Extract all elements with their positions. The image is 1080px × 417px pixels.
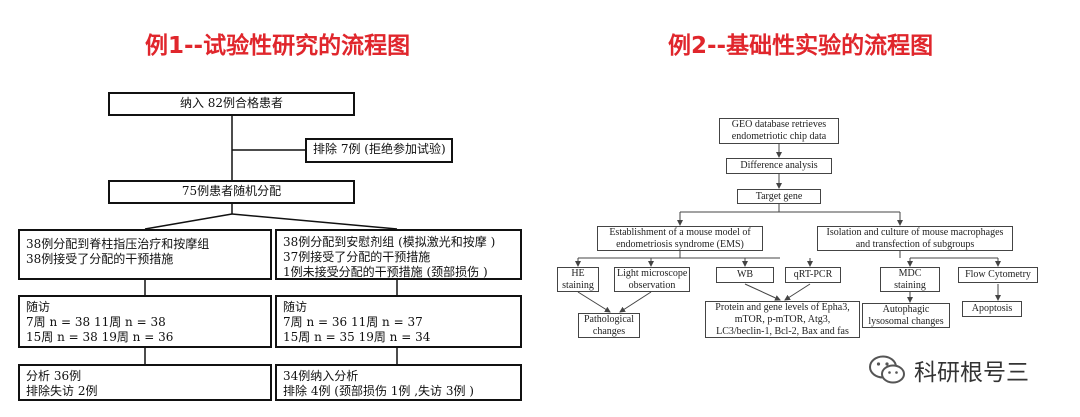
ems-model-box: Establishment of a mouse model of endome…	[597, 226, 763, 251]
difference-box: Difference analysis	[726, 158, 832, 174]
macro-line: and transfection of subgroups	[855, 238, 975, 250]
followup-b-line: 随访	[283, 300, 308, 314]
followup-b-line: 7周 n = 36 11周 n = 37	[283, 315, 423, 329]
enroll-box: 纳入 82例合格患者	[108, 92, 355, 116]
watermark: 科研根号三	[868, 353, 1029, 387]
patho-line: changes	[592, 325, 626, 337]
watermark-text: 科研根号三	[914, 360, 1029, 386]
ems-line: Establishment of a mouse model of	[609, 226, 751, 238]
difference-text: Difference analysis	[740, 160, 818, 171]
autophagic-box: Autophagic lysosomal changes	[862, 303, 950, 328]
protein-line: LC3/beclin-1, Bcl-2, Bax and fas	[716, 325, 849, 337]
group-b-box: 38例分配到安慰剂组 (模拟激光和按摩 ) 37例接受了分配的干预措施 1例未接…	[275, 229, 522, 280]
followup-a-line: 15周 n = 38 19周 n = 36	[26, 330, 174, 344]
mdc-line: MDC	[898, 267, 922, 279]
geo-box: GEO database retrieves endometriotic chi…	[719, 118, 839, 144]
light-line: Light microscope	[617, 267, 688, 279]
wb-text: WB	[736, 269, 754, 280]
analysis-a-line: 分析 36例	[26, 369, 82, 383]
light-line: observation	[628, 279, 676, 291]
geo-line: endometriotic chip data	[731, 131, 827, 142]
group-b-line: 37例接受了分配的干预措施	[283, 250, 431, 264]
wb-box: WB	[716, 267, 774, 283]
followup-a-line: 随访	[26, 300, 51, 314]
light-microscope-box: Light microscope observation	[614, 267, 690, 292]
followup-a-line: 7周 n = 38 11周 n = 38	[26, 315, 166, 329]
mdc-staining-box: MDC staining	[880, 267, 940, 292]
patho-line: Pathological	[584, 313, 634, 325]
analysis-b-box: 34例纳入分析 排除 4例 (颈部损伤 1例 ,失访 3例 )	[275, 364, 522, 401]
analysis-a-box: 分析 36例 排除失访 2例	[18, 364, 272, 401]
followup-b-box: 随访 7周 n = 36 11周 n = 37 15周 n = 35 19周 n…	[275, 295, 522, 348]
protein-line: Protein and gene levels of Epha3,	[715, 301, 850, 313]
target-gene-text: Target gene	[755, 190, 803, 202]
group-b-line: 1例未接受分配的干预措施 (颈部损伤 )	[283, 265, 488, 279]
apoptosis-text: Apoptosis	[971, 303, 1013, 314]
autophagic-line: Autophagic	[882, 303, 930, 315]
geo-line: GEO database retrieves	[731, 119, 827, 130]
exclude-text: 排除 7例 (拒绝参加试验)	[313, 142, 446, 156]
randomize-box: 75例患者随机分配	[108, 180, 355, 204]
pathological-changes-box: Pathological changes	[578, 313, 640, 338]
wechat-icon	[869, 355, 905, 384]
analysis-a-line: 排除失访 2例	[26, 384, 98, 398]
analysis-b-line: 34例纳入分析	[283, 369, 359, 383]
ems-line: endometriosis syndrome (EMS)	[616, 238, 744, 250]
autophagic-line: lysosomal changes	[868, 315, 944, 327]
he-line: HE	[571, 267, 585, 279]
macrophage-box: Isolation and culture of mouse macrophag…	[817, 226, 1013, 251]
macro-line: Isolation and culture of mouse macrophag…	[826, 226, 1004, 238]
qrt-text: qRT-PCR	[793, 269, 833, 280]
target-gene-box: Target gene	[737, 189, 821, 204]
flow-text: Flow Cytometry	[965, 269, 1031, 280]
enroll-text: 纳入 82例合格患者	[179, 96, 284, 110]
mdc-line: staining	[894, 279, 926, 291]
group-a-line: 38例分配到脊柱指压治疗和按摩组	[26, 237, 210, 251]
he-line: staining	[562, 279, 594, 291]
group-b-line: 38例分配到安慰剂组 (模拟激光和按摩 )	[283, 235, 496, 249]
he-staining-box: HE staining	[557, 267, 599, 292]
followup-b-line: 15周 n = 35 19周 n = 34	[283, 330, 431, 344]
analysis-b-line: 排除 4例 (颈部损伤 1例 ,失访 3例 )	[283, 384, 474, 398]
qrt-pcr-box: qRT-PCR	[785, 267, 841, 283]
flow-cytometry-box: Flow Cytometry	[958, 267, 1038, 283]
randomize-text: 75例患者随机分配	[181, 184, 282, 198]
apoptosis-box: Apoptosis	[962, 301, 1022, 317]
protein-levels-box: Protein and gene levels of Epha3, mTOR, …	[705, 301, 860, 338]
group-a-line: 38例接受了分配的干预措施	[26, 252, 174, 266]
followup-a-box: 随访 7周 n = 38 11周 n = 38 15周 n = 38 19周 n…	[18, 295, 272, 348]
right-diagram-title: 例2--基础性实验的流程图	[668, 33, 934, 59]
left-diagram-title: 例1--试验性研究的流程图	[145, 33, 411, 59]
protein-line: mTOR, p-mTOR, Atg3,	[734, 313, 831, 325]
exclude-box: 排除 7例 (拒绝参加试验)	[305, 138, 453, 163]
group-a-box: 38例分配到脊柱指压治疗和按摩组 38例接受了分配的干预措施	[18, 229, 272, 280]
